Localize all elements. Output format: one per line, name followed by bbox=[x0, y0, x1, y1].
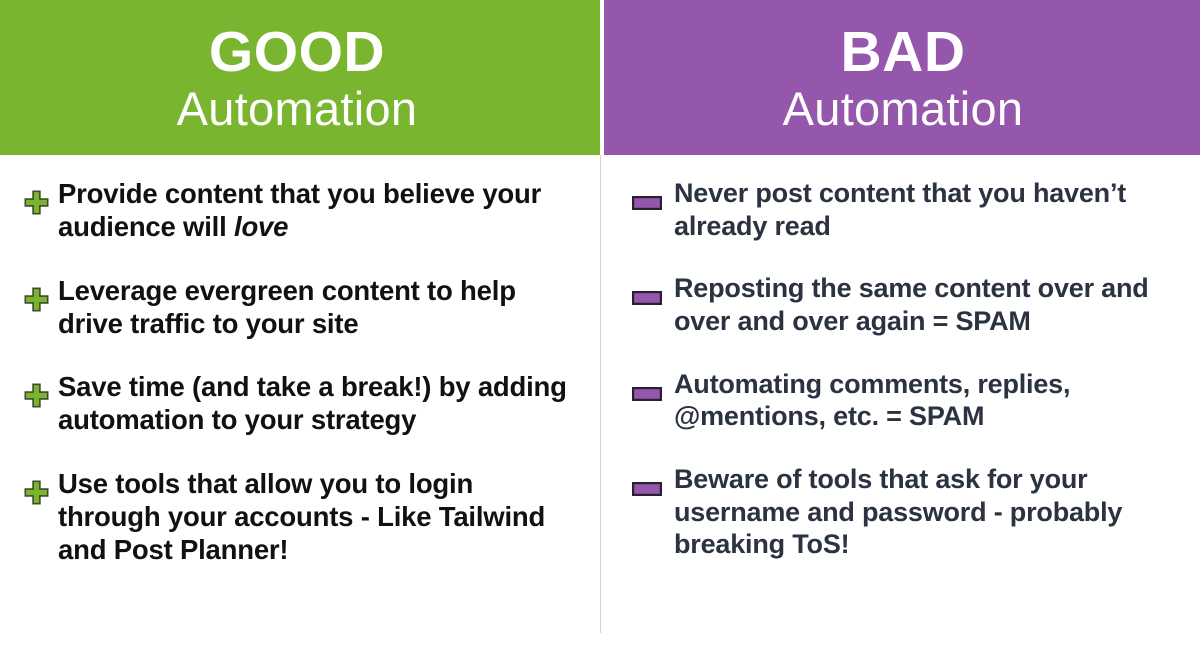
plus-icon bbox=[14, 467, 58, 505]
bad-header-subtitle: Automation bbox=[782, 81, 1024, 135]
list-item: Reposting the same content over and over… bbox=[620, 272, 1182, 337]
list-item-text-main: Leverage evergreen content to help drive… bbox=[58, 274, 516, 339]
good-column-list: Provide content that you believe your au… bbox=[0, 155, 600, 671]
list-item: Leverage evergreen content to help drive… bbox=[14, 274, 578, 341]
list-item-text: Use tools that allow you to login throug… bbox=[58, 467, 578, 567]
list-item-text-main: Never post content that you haven’t alre… bbox=[674, 178, 1127, 241]
list-item-text: Provide content that you believe your au… bbox=[58, 177, 578, 244]
list-item-text: Automating comments, replies, @mentions,… bbox=[674, 368, 1182, 433]
column-divider bbox=[600, 155, 601, 633]
list-item-text-main: Use tools that allow you to login throug… bbox=[58, 467, 546, 566]
plus-icon bbox=[14, 274, 58, 312]
list-item-text: Beware of tools that ask for your userna… bbox=[674, 463, 1182, 561]
list-item: Use tools that allow you to login throug… bbox=[14, 467, 578, 567]
minus-icon bbox=[620, 272, 674, 306]
plus-icon bbox=[14, 370, 58, 408]
list-item-text: Never post content that you haven’t alre… bbox=[674, 177, 1182, 242]
list-item-text-main: Reposting the same content over and over… bbox=[674, 273, 1149, 336]
good-header-subtitle: Automation bbox=[176, 81, 418, 135]
list-item-text: Leverage evergreen content to help drive… bbox=[58, 274, 578, 341]
good-header-title: GOOD bbox=[208, 20, 386, 85]
list-item-emphasis: love bbox=[234, 211, 289, 243]
list-item-text-main: Provide content that you believe your au… bbox=[58, 178, 542, 243]
list-item-text-main: Beware of tools that ask for your userna… bbox=[674, 463, 1123, 560]
list-item-text: Save time (and take a break!) by adding … bbox=[58, 370, 578, 437]
bad-column-list: Never post content that you haven’t alre… bbox=[600, 155, 1200, 671]
minus-icon bbox=[620, 368, 674, 401]
list-item: Automating comments, replies, @mentions,… bbox=[620, 368, 1182, 433]
list-item: Provide content that you believe your au… bbox=[14, 177, 578, 244]
list-item-text-main: Save time (and take a break!) by adding … bbox=[58, 371, 567, 436]
bad-header-title: BAD bbox=[840, 20, 966, 85]
list-item-text-main: Automating comments, replies, @mentions,… bbox=[674, 368, 1071, 432]
minus-icon bbox=[620, 177, 674, 210]
list-item: Never post content that you haven’t alre… bbox=[620, 177, 1182, 242]
list-item-text: Reposting the same content over and over… bbox=[674, 272, 1182, 337]
list-item: Beware of tools that ask for your userna… bbox=[620, 463, 1182, 561]
body-row: Provide content that you believe your au… bbox=[0, 155, 1200, 671]
good-column-header: GOOD Automation bbox=[0, 0, 600, 155]
list-item: Save time (and take a break!) by adding … bbox=[14, 370, 578, 437]
plus-icon bbox=[14, 177, 58, 215]
bad-column-header: BAD Automation bbox=[600, 0, 1200, 155]
minus-icon bbox=[620, 463, 674, 496]
header-row: GOOD Automation BAD Automation bbox=[0, 0, 1200, 155]
